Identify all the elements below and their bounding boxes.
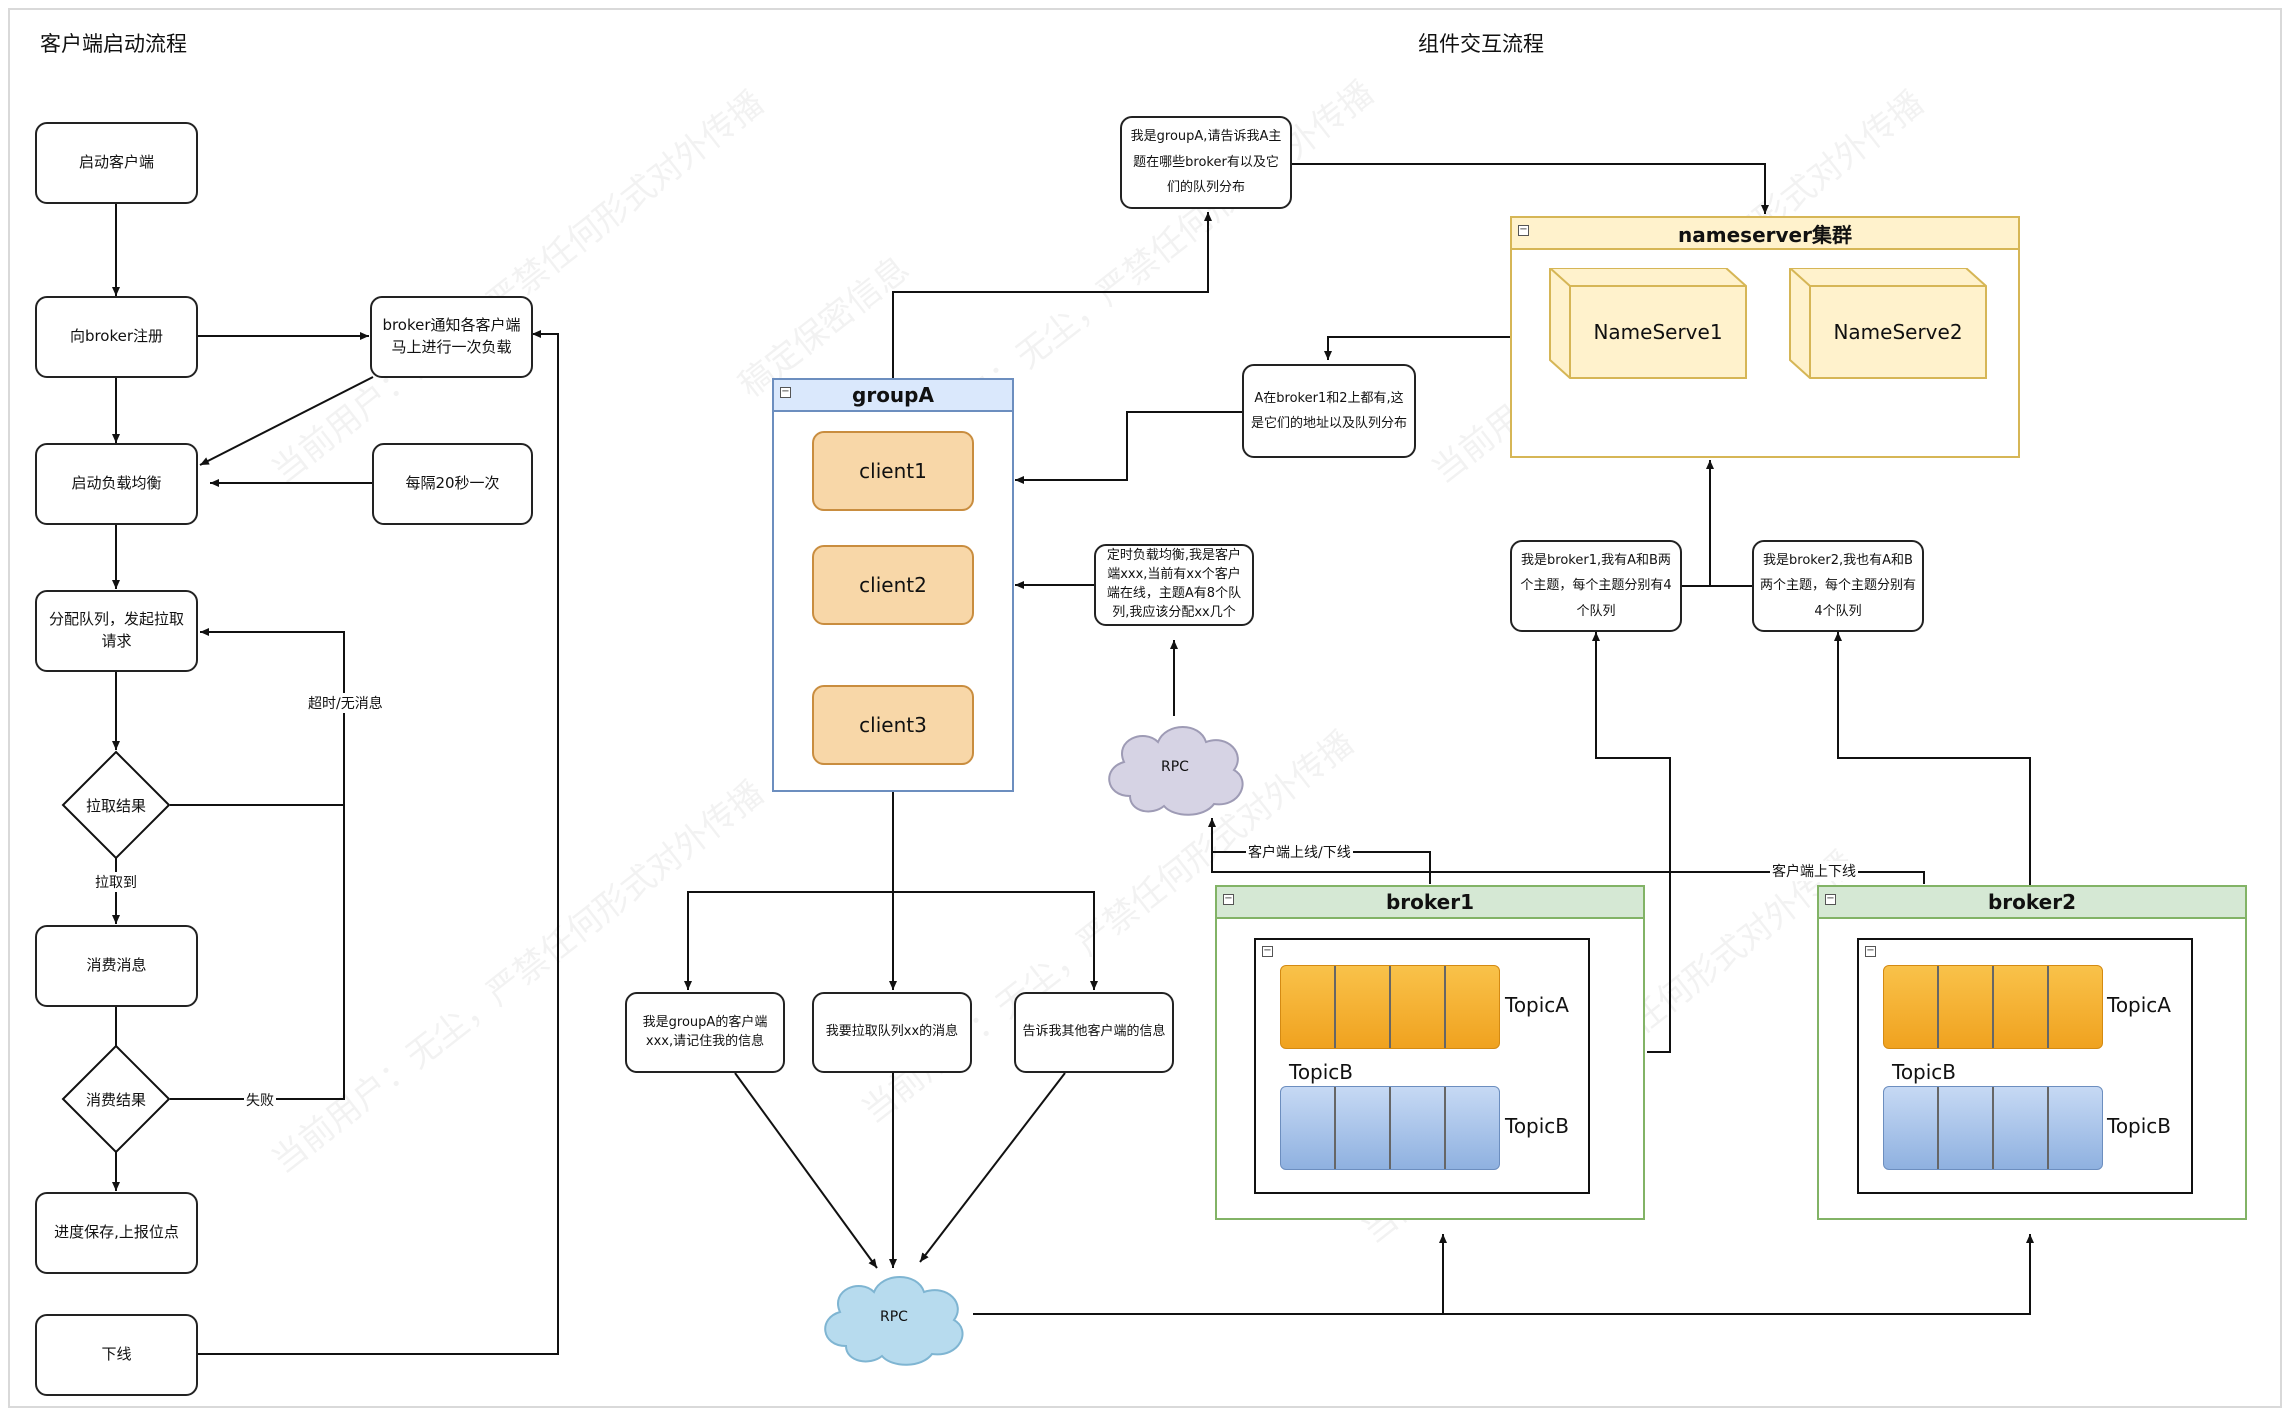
rpc-top-label: RPC	[1161, 759, 1189, 775]
groupA-header: groupA	[774, 380, 1012, 412]
start-client-box: 启动客户端	[35, 122, 198, 204]
nameserver-title: nameserver集群	[1678, 222, 1852, 247]
broker1-topicB-queues	[1280, 1086, 1500, 1170]
broker1-topicB-caption: TopicB	[1289, 1060, 1354, 1084]
title-client-flow: 客户端启动流程	[40, 32, 187, 56]
collapse-icon[interactable]: −	[1825, 893, 1836, 905]
broker1-title: broker1	[1385, 890, 1475, 914]
broker2-topicB-label: TopicB	[2107, 1114, 2172, 1138]
client-3: client3	[812, 685, 974, 765]
pull-result-label: 拉取结果	[85, 796, 146, 815]
client-1: client1	[812, 431, 974, 511]
groupA-title: groupA	[852, 383, 934, 407]
rpc-cloud-bottom	[824, 1276, 964, 1366]
consume-box: 消费消息	[35, 925, 198, 1007]
broker1-report-box: 我是broker1,我有A和B两个主题，每个主题分别有4个队列	[1510, 540, 1682, 632]
broker2-topicB-queues	[1883, 1086, 2103, 1170]
client-online-label-1: 客户端上线/下线	[1246, 842, 1353, 862]
rpc-cloud-top	[1108, 726, 1244, 816]
consume-result-diamond	[61, 1044, 171, 1154]
broker2-report-box: 我是broker2,我也有A和B两个主题，每个主题分别有4个队列	[1752, 540, 1924, 632]
broker2-topicA-queues	[1883, 965, 2103, 1049]
collapse-icon[interactable]: −	[1262, 945, 1273, 957]
rebalance-box: 启动负载均衡	[35, 443, 198, 525]
pull-result-diamond	[61, 750, 171, 860]
broker1-header: broker1	[1217, 887, 1643, 919]
nameserver-header: nameserver集群	[1512, 218, 2018, 250]
pulled-label: 拉取到	[93, 872, 139, 892]
broker1-topicA-queues	[1280, 965, 1500, 1049]
request-others-box: 告诉我其他客户端的信息	[1014, 992, 1174, 1073]
nameserver-reply-box: A在broker1和2上都有,这是它们的地址以及队列分布	[1242, 364, 1416, 458]
offline-box: 下线	[35, 1314, 198, 1396]
rebalance-message-box: 定时负载均衡,我是客户端xxx,当前有xx个客户端在线，主题A有8个队列,我应该…	[1094, 544, 1254, 626]
every-20s-box: 每隔20秒一次	[372, 443, 533, 525]
nameserver-2: NameServe2	[1833, 320, 1963, 344]
broker-notify-box: broker通知各客户端马上进行一次负载	[370, 296, 533, 378]
collapse-icon[interactable]: −	[1518, 224, 1529, 236]
register-box: 向broker注册	[35, 296, 198, 378]
title-component-flow: 组件交互流程	[1418, 32, 1544, 56]
nameserver-nodes	[1549, 268, 1987, 379]
collapse-icon[interactable]: −	[780, 386, 791, 398]
save-progress-box: 进度保存,上报位点	[35, 1192, 198, 1274]
client-2: client2	[812, 545, 974, 625]
broker1-topicB-label: TopicB	[1505, 1114, 1570, 1138]
broker2-topicA-label: TopicA	[2107, 993, 2171, 1017]
timeout-label: 超时/无消息	[306, 693, 385, 713]
client-online-label-2: 客户端上下线	[1770, 861, 1858, 881]
collapse-icon[interactable]: −	[1223, 893, 1234, 905]
ask-nameserver-box: 我是groupA,请告诉我A主题在哪些broker有以及它们的队列分布	[1120, 116, 1292, 209]
request-register-box: 我是groupA的客户端xxx,请记住我的信息	[625, 992, 785, 1073]
request-pull-box: 我要拉取队列xx的消息	[812, 992, 972, 1073]
broker2-title: broker2	[1987, 890, 2077, 914]
nameserver-1: NameServe1	[1593, 320, 1723, 344]
failed-label: 失败	[244, 1090, 276, 1110]
consume-result-label: 消费结果	[85, 1090, 146, 1109]
broker2-topicB-caption: TopicB	[1892, 1060, 1957, 1084]
broker1-topicA-label: TopicA	[1505, 993, 1569, 1017]
rpc-bottom-label: RPC	[880, 1309, 908, 1325]
canvas-frame	[8, 8, 2282, 1408]
assign-queue-box: 分配队列，发起拉取请求	[35, 590, 198, 672]
collapse-icon[interactable]: −	[1865, 945, 1876, 957]
broker2-header: broker2	[1819, 887, 2245, 919]
